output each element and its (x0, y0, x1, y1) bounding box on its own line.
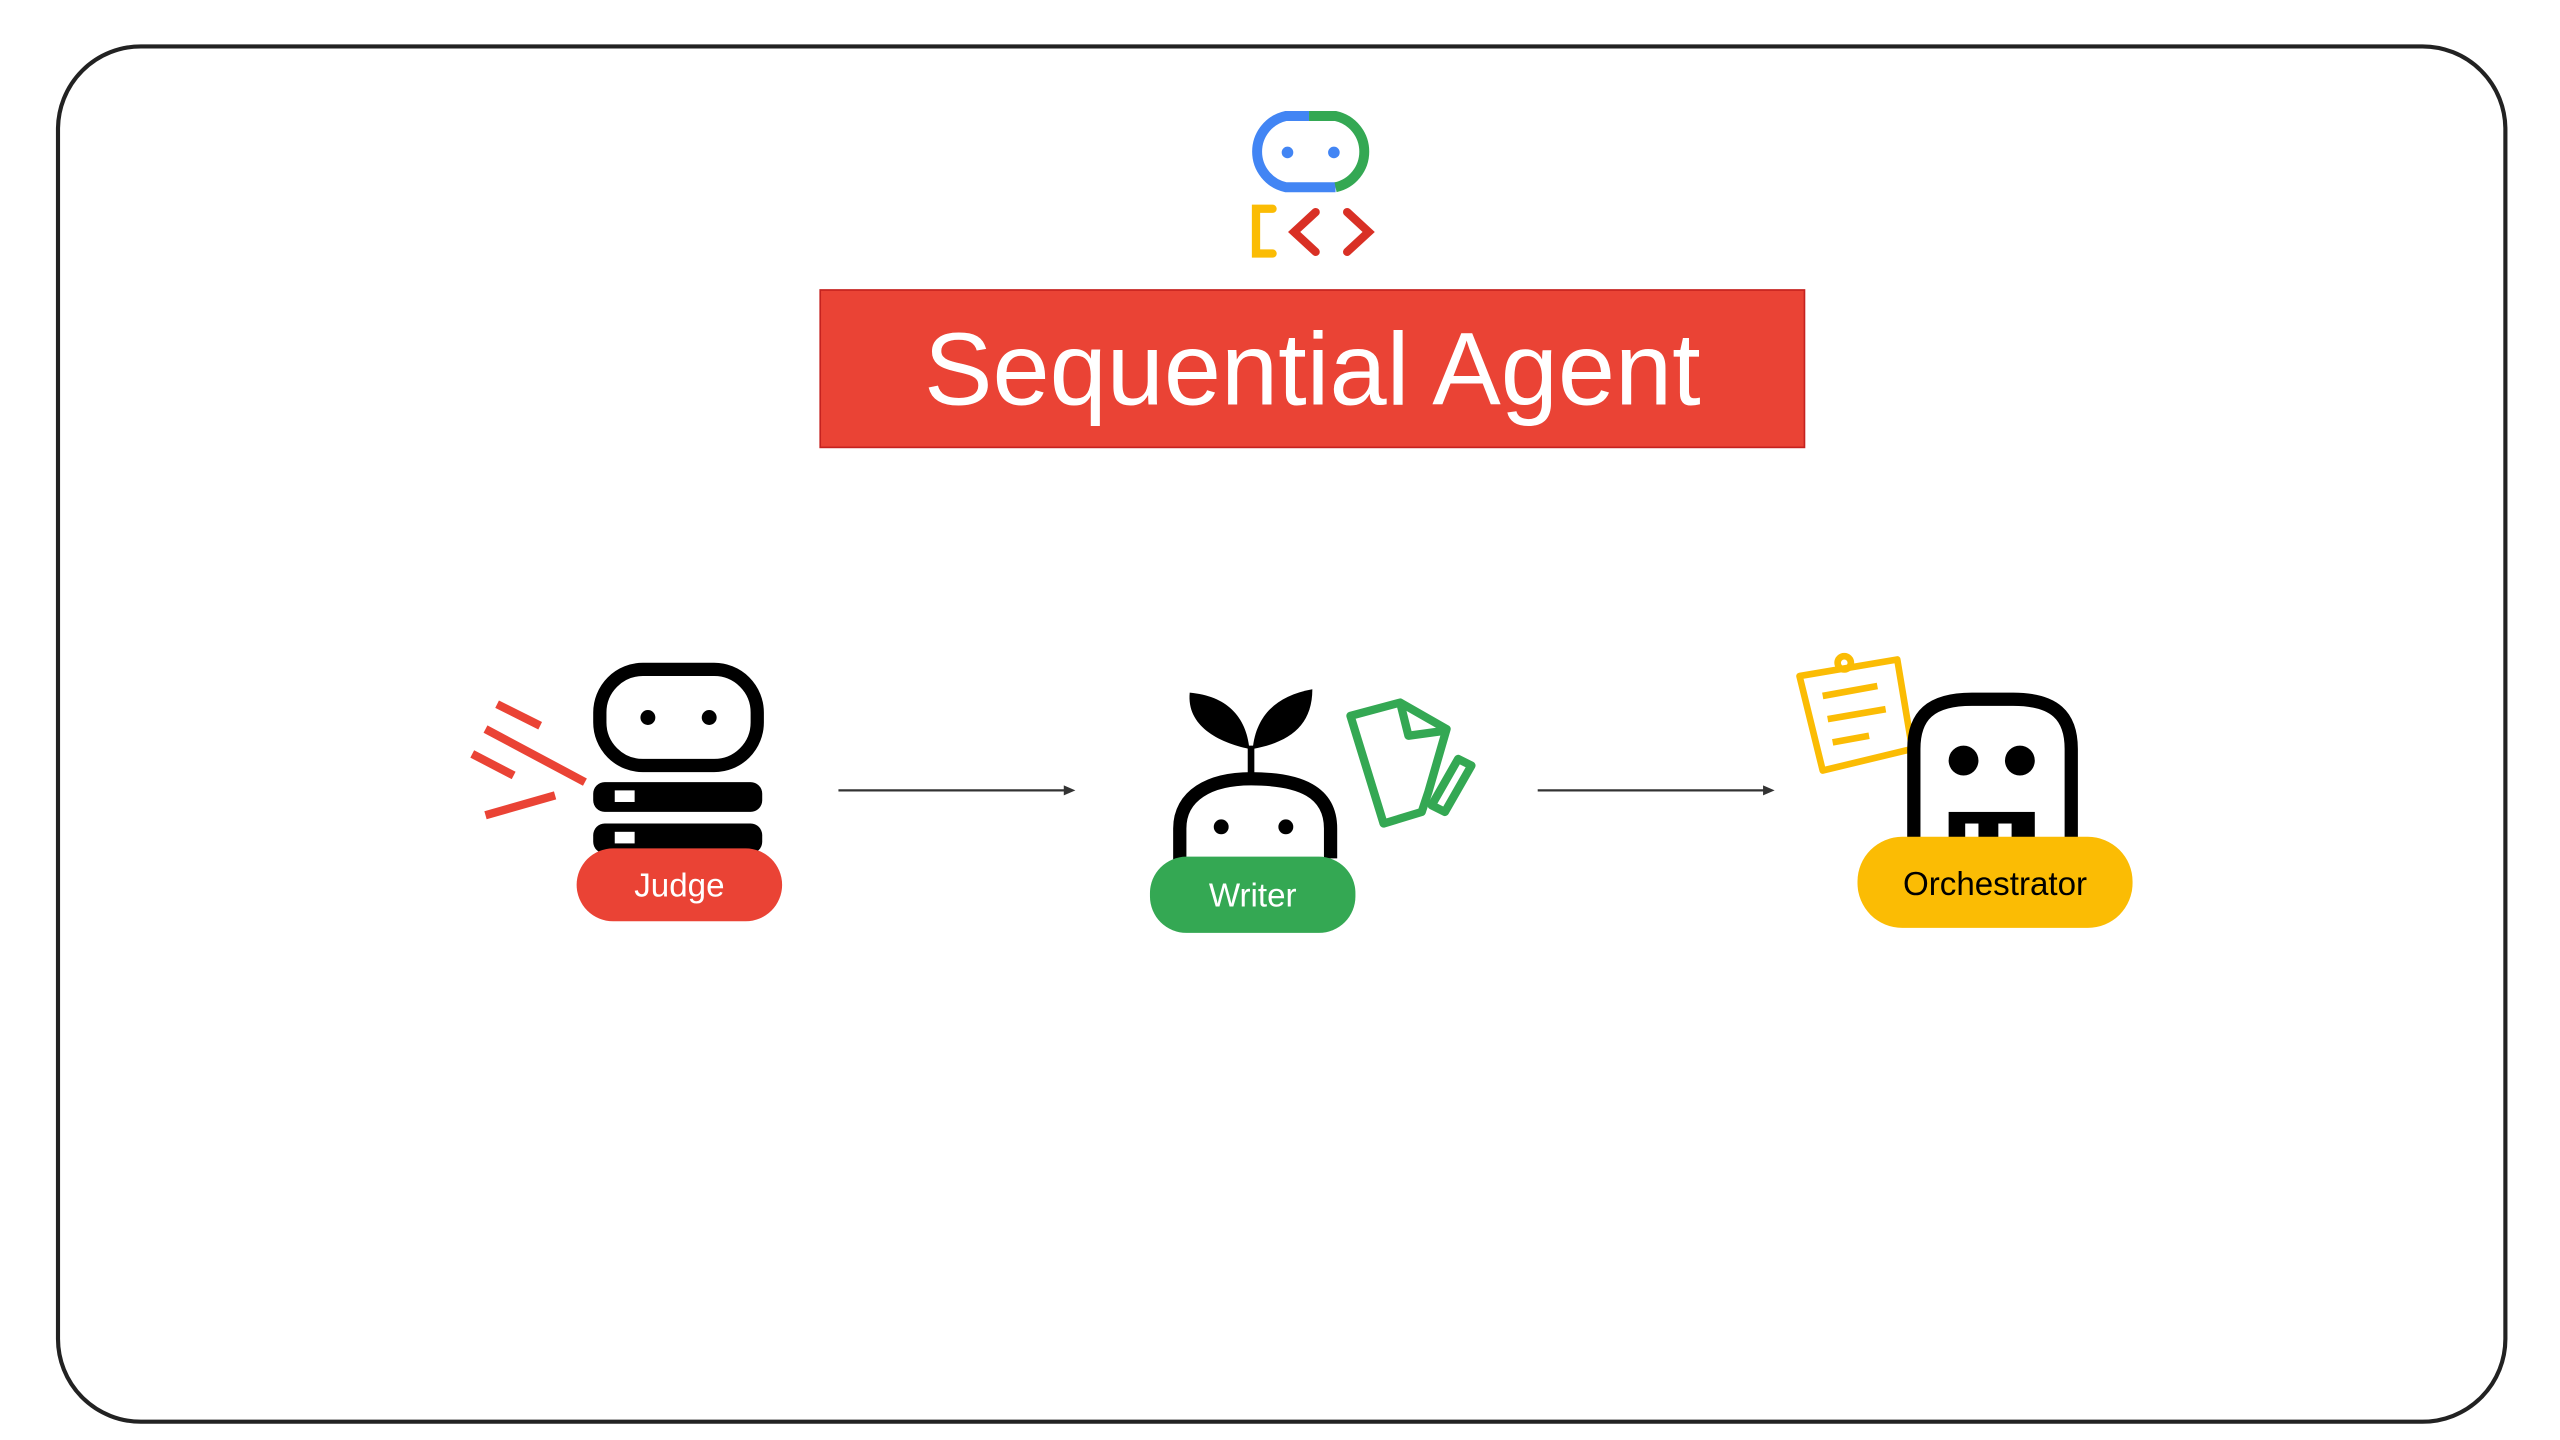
judge-pill (576, 848, 783, 922)
judge-label: Judge (634, 867, 724, 904)
writer-robot-icon (1173, 689, 1338, 862)
agent-logo-icon (1251, 111, 1375, 258)
orchestrator-pill (1857, 836, 2133, 928)
arrow-writer-to-orchestrator (1537, 785, 1775, 796)
judge-robot-icon (470, 662, 764, 854)
orchestrator-label: Orchestrator (1903, 866, 2087, 903)
orchestrator-robot-icon (1907, 692, 2078, 846)
writer-label: Writer (1209, 877, 1297, 914)
document-edit-icon (1346, 698, 1476, 828)
page-title: Sequential Agent (924, 311, 1701, 426)
arrow-judge-to-writer (838, 785, 1076, 796)
title-banner (819, 289, 1806, 449)
writer-pill (1149, 856, 1356, 933)
